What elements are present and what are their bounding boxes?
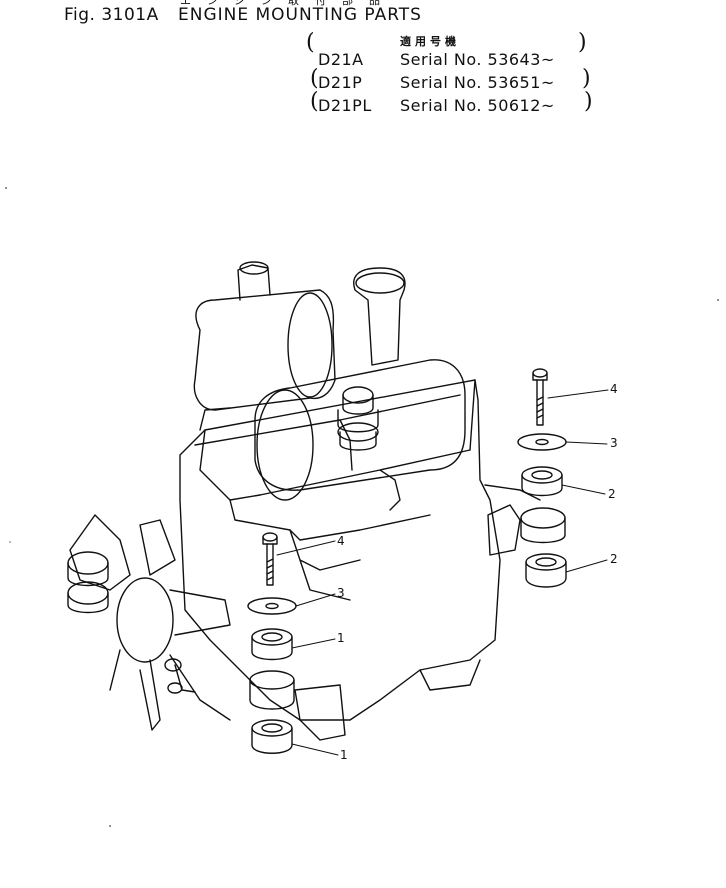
air-cleaner [194, 262, 335, 430]
serial-row-1: Serial No. 53643~ [400, 50, 555, 69]
right-washer [518, 434, 566, 450]
model-row-1: D21A [318, 50, 364, 69]
leader-lines [277, 390, 608, 755]
model-row-3: D21PL [318, 96, 372, 115]
japanese-caption: エンジン取付部品 [180, 0, 396, 7]
model-row-2: D21P [318, 73, 363, 92]
close-paren-1: ) [578, 30, 587, 55]
front-upper-mount [252, 629, 292, 660]
front-lower-mount [252, 720, 292, 753]
figure-title: ENGINE MOUNTING PARTS [178, 5, 422, 25]
callout-right-washer: 3 [610, 436, 618, 450]
callout-right-lower-mount: 2 [610, 552, 618, 566]
front-bracket [250, 671, 345, 740]
right-bolt [533, 369, 547, 425]
callout-front-lower-mount: 1 [340, 748, 348, 762]
front-washer [248, 598, 296, 614]
right-lower-mount [526, 554, 566, 587]
top-mount-stack [338, 387, 378, 450]
serial-row-3: Serial No. 50612~ [400, 96, 555, 115]
right-upper-mount [522, 467, 562, 496]
callout-front-upper-mount: 1 [337, 631, 345, 645]
callout-front-washer: 3 [337, 586, 345, 600]
serial-row-2: Serial No. 53651~ [400, 73, 555, 92]
open-paren-2: ( [310, 66, 319, 91]
close-paren-2: ) [582, 66, 591, 91]
front-bolt [263, 533, 277, 585]
figure-number: Fig. 3101A [64, 5, 159, 25]
open-paren-1: ( [306, 30, 315, 55]
close-paren-3: ) [584, 89, 593, 114]
callout-right-bolt: 4 [610, 382, 618, 396]
callout-front-bolt: 4 [337, 534, 345, 548]
fan-assembly [70, 515, 230, 730]
left-mount-stack [68, 552, 108, 613]
applicability-heading: 適用号機 [400, 35, 460, 48]
open-paren-3: ( [310, 89, 319, 114]
muffler [255, 268, 465, 500]
speckles [5, 187, 719, 827]
callout-right-upper-mount: 2 [608, 487, 616, 501]
right-bracket [488, 505, 565, 555]
engine-block [180, 380, 540, 720]
